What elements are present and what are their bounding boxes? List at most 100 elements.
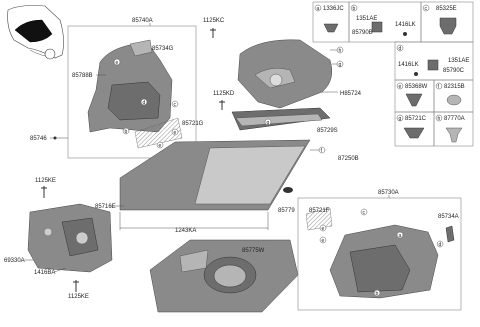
fastener-icon — [445, 127, 463, 143]
label-1125KD: 1125KD — [213, 91, 235, 97]
svg-text:d: d — [143, 100, 146, 106]
callout-a-right: a — [396, 231, 404, 239]
callout-d-right: d — [436, 240, 444, 248]
svg-text:d: d — [399, 46, 402, 52]
callout-g-sill: g — [264, 118, 272, 126]
callout-b-left: b — [122, 127, 130, 135]
svg-text:85790C: 85790C — [443, 68, 465, 74]
screw-icon — [403, 32, 407, 36]
pin-icon — [405, 93, 423, 107]
label-85729S: 85729S — [317, 128, 338, 134]
svg-text:g: g — [399, 116, 402, 122]
svg-text:g: g — [267, 120, 270, 126]
label-85740A: 85740A — [132, 18, 153, 24]
callout-c-right: c — [360, 208, 368, 216]
screw-1125KE-top — [41, 186, 47, 198]
svg-text:85721C: 85721C — [405, 116, 427, 122]
label-1416BA: 1416BA — [34, 270, 55, 276]
screw-1125KD — [219, 100, 225, 110]
legend-h: h 87770A — [435, 114, 465, 143]
svg-text:h: h — [339, 48, 342, 54]
svg-text:e: e — [322, 226, 325, 232]
label-85746: 85746 — [30, 136, 47, 142]
svg-text:b: b — [376, 291, 379, 297]
label-85721G: 85721G — [182, 121, 204, 127]
label-87250B: 87250B — [338, 156, 359, 162]
svg-text:b: b — [125, 129, 128, 135]
callout-e-left: e — [113, 58, 121, 66]
callout-e-left3: e — [156, 141, 164, 149]
svg-text:c: c — [174, 102, 177, 108]
clip-icon — [403, 127, 425, 139]
callout-e-right2: e — [319, 236, 327, 244]
svg-text:d: d — [439, 242, 442, 248]
label-85716E: 85716E — [95, 204, 116, 210]
label-85734G: 85734G — [152, 46, 174, 52]
clip-85746 — [53, 136, 57, 140]
svg-text:e: e — [399, 84, 402, 90]
label-1125KE-bottom: 1125KE — [68, 294, 89, 300]
svg-text:e: e — [159, 143, 162, 149]
bracket-85734A — [445, 225, 455, 243]
callout-e-left2: e — [171, 128, 179, 136]
legend-a: a 1336JC — [314, 4, 344, 33]
label-85730A: 85730A — [378, 190, 399, 196]
screw-icon — [414, 72, 418, 76]
svg-text:a: a — [399, 233, 402, 239]
right-quarter-trim-module: 85730A 85721F 85734A c e e a d b — [297, 190, 462, 311]
svg-text:e: e — [116, 60, 119, 66]
rear-sill-trim: 85729S 1125KD g — [213, 91, 338, 134]
svg-text:1416LK: 1416LK — [395, 22, 416, 28]
fastener-legend: a 1336JC b 1351AE 1416LK 85790B c 85325E… — [312, 1, 474, 147]
svg-text:a: a — [317, 6, 320, 12]
callout-f: f — [318, 146, 326, 154]
legend-d: d 1416LK 1351AE 85790C — [396, 44, 469, 76]
label-85734A: 85734A — [438, 214, 459, 220]
legend-c: c 85325E — [422, 4, 457, 35]
legend-g: g 85721C — [396, 114, 427, 139]
callout-g: g — [336, 60, 344, 68]
legend-b: b 1351AE 1416LK 85790B — [350, 4, 416, 36]
bracket-icon — [427, 59, 439, 71]
screw-1125KC — [210, 28, 216, 38]
callout-c-left: c — [171, 100, 179, 108]
svg-text:h: h — [438, 116, 441, 122]
label-1243KA: 1243KA — [175, 228, 196, 234]
svg-text:e: e — [322, 238, 325, 244]
svg-text:85368W: 85368W — [405, 84, 428, 90]
label-H85724: H85724 — [340, 91, 362, 97]
svg-text:1351AE: 1351AE — [448, 58, 469, 64]
svg-text:87770A: 87770A — [444, 116, 465, 122]
label-85788B: 85788B — [72, 73, 93, 79]
svg-text:f: f — [438, 84, 440, 90]
label-85779: 85779 — [278, 208, 295, 214]
handle-85779 — [283, 187, 293, 193]
bracket-icon — [371, 21, 383, 33]
svg-text:c: c — [363, 210, 366, 216]
callout-b-right: b — [373, 289, 381, 297]
legend-f: f 82315B — [435, 82, 465, 106]
package-tray: H85724 h g — [237, 39, 362, 109]
svg-text:e: e — [174, 130, 177, 136]
label-69330A: 69330A — [4, 258, 25, 264]
label-85775W: 85775W — [242, 248, 265, 254]
svg-text:g: g — [339, 62, 342, 68]
screw-1125KE-bottom — [73, 280, 79, 292]
svg-text:1416LK: 1416LK — [398, 62, 419, 68]
label-1125KE-top: 1125KE — [35, 178, 56, 184]
svg-text:b: b — [353, 6, 356, 12]
legend-e: e 85368W — [396, 82, 428, 107]
label-85721F: 85721F — [309, 208, 330, 214]
callout-h: h — [336, 46, 344, 54]
svg-text:1336JC: 1336JC — [323, 6, 344, 12]
luggage-tray: 85775W — [149, 239, 299, 313]
svg-text:82315B: 82315B — [444, 84, 465, 90]
svg-text:85325E: 85325E — [436, 6, 457, 12]
svg-text:85790B: 85790B — [352, 30, 373, 36]
cap-icon — [446, 94, 462, 106]
luggage-covering: 85716E 85779 1243KA 87250B f — [95, 139, 359, 234]
svg-text:1351AE: 1351AE — [356, 16, 377, 22]
callout-e-right: e — [319, 224, 327, 232]
callout-d-left: d — [140, 98, 148, 106]
